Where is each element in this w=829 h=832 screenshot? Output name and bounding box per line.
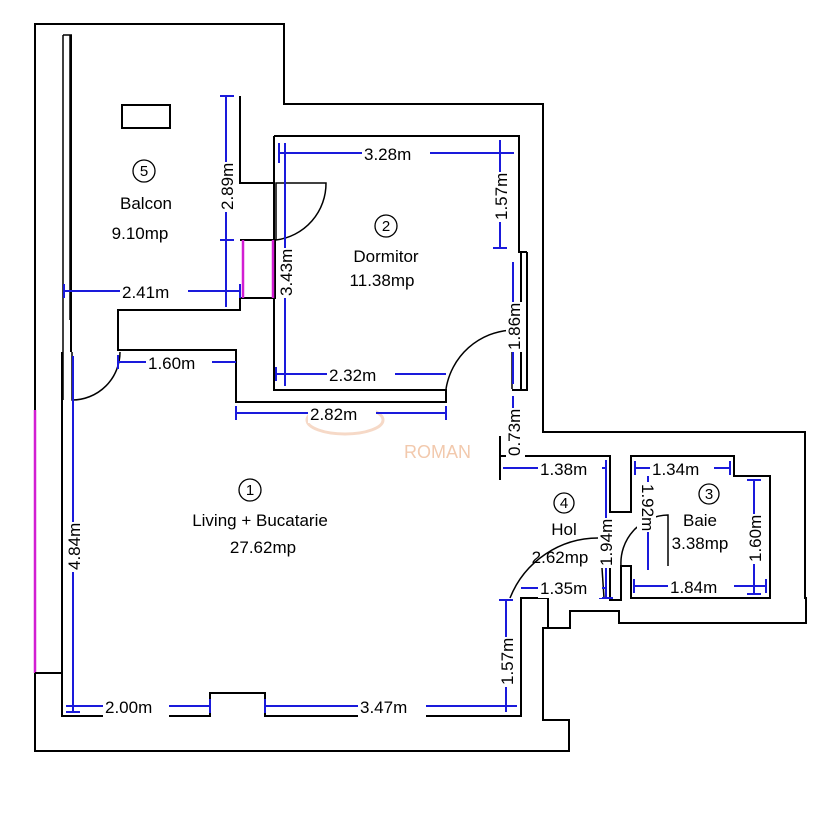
dim-balcon-height: 2.89m — [218, 163, 237, 210]
dim-hol-width-bottom: 1.35m — [540, 579, 587, 598]
dim-dormitor-width: 3.28m — [364, 145, 411, 164]
dim-dormitor-wall-right: 1.57m — [492, 173, 511, 220]
room-dormitor-name: Dormitor — [353, 247, 419, 266]
windows — [33, 240, 275, 674]
room-hol-num: 4 — [560, 495, 568, 512]
dim-living-bottom-left: 2.00m — [105, 698, 152, 717]
dim-living-height: 4.84m — [65, 523, 84, 570]
balcon-dormitor-wall — [239, 96, 275, 184]
room-baie-num: 3 — [705, 486, 713, 503]
dim-living-top-left: 1.60m — [148, 354, 195, 373]
dim-living-right-lower: 1.57m — [498, 638, 517, 685]
dim-living-bottom-right: 3.47m — [360, 698, 407, 717]
living-door — [71, 351, 121, 401]
dim-hol-height: 1.94m — [597, 519, 616, 566]
room-hol-area: 2.62mp — [532, 548, 589, 567]
room-baie-area: 3.38mp — [672, 534, 729, 553]
dormitor-right-wall — [519, 251, 528, 391]
room-baie: 3 Baie 3.38mp — [672, 483, 729, 553]
room-living: 1 Living + Bucatarie 27.62mp — [192, 478, 328, 557]
dim-dormitor-bottom: 2.32m — [329, 366, 376, 385]
room-balcon-name: Balcon — [120, 194, 172, 213]
baie-door — [620, 514, 669, 567]
room-dormitor-area: 11.38mp — [350, 271, 415, 290]
dim-dormitor-door-side: 1.86m — [505, 303, 524, 350]
walls — [34, 23, 807, 752]
room-baie-name: Baie — [683, 511, 717, 530]
room-living-name: Living + Bucatarie — [192, 511, 328, 530]
dim-living-top-mid: 2.82m — [310, 405, 357, 424]
dim-baie-height: 1.60m — [746, 515, 765, 562]
dormitor-door — [445, 329, 513, 390]
dim-balcon-width: 2.41m — [122, 283, 169, 302]
dim-hol-width-top: 1.38m — [540, 460, 587, 479]
room-hol: 4 Hol 2.62mp — [532, 492, 589, 567]
baie-walls — [500, 455, 771, 601]
room-living-num: 1 — [246, 482, 254, 499]
room-dormitor-num: 2 — [382, 218, 390, 235]
hol-door — [509, 537, 605, 599]
room-labels: 5 Balcon 9.10mp 2 Dormitor 11.38mp 1 Liv… — [112, 159, 729, 567]
living-inner-wall — [61, 352, 549, 717]
room-hol-name: Hol — [551, 520, 577, 539]
dim-baie-width-top: 1.34m — [652, 460, 699, 479]
room-dormitor: 2 Dormitor 11.38mp — [350, 214, 419, 290]
balcon-door — [275, 182, 327, 241]
room-balcon-area: 9.10mp — [112, 224, 169, 243]
dim-hol-wall: 0.73m — [505, 409, 524, 456]
watermark-text: ROMAN — [404, 442, 471, 462]
balcon-table — [121, 104, 171, 129]
dimension-lines — [63, 95, 767, 713]
room-balcon-num: 5 — [140, 163, 148, 180]
room-balcon: 5 Balcon 9.10mp — [112, 159, 172, 243]
dim-dormitor-height: 3.43m — [277, 249, 296, 296]
dim-baie-inner-height: 1.92m — [638, 484, 657, 531]
room-living-area: 27.62mp — [230, 538, 296, 557]
dimension-labels: 3.28m 2.41m 2.32m 1.60m 2.82m 1.38m 1.34… — [65, 143, 766, 717]
dim-baie-width-bottom: 1.84m — [670, 578, 717, 597]
outer-wall — [34, 23, 807, 752]
